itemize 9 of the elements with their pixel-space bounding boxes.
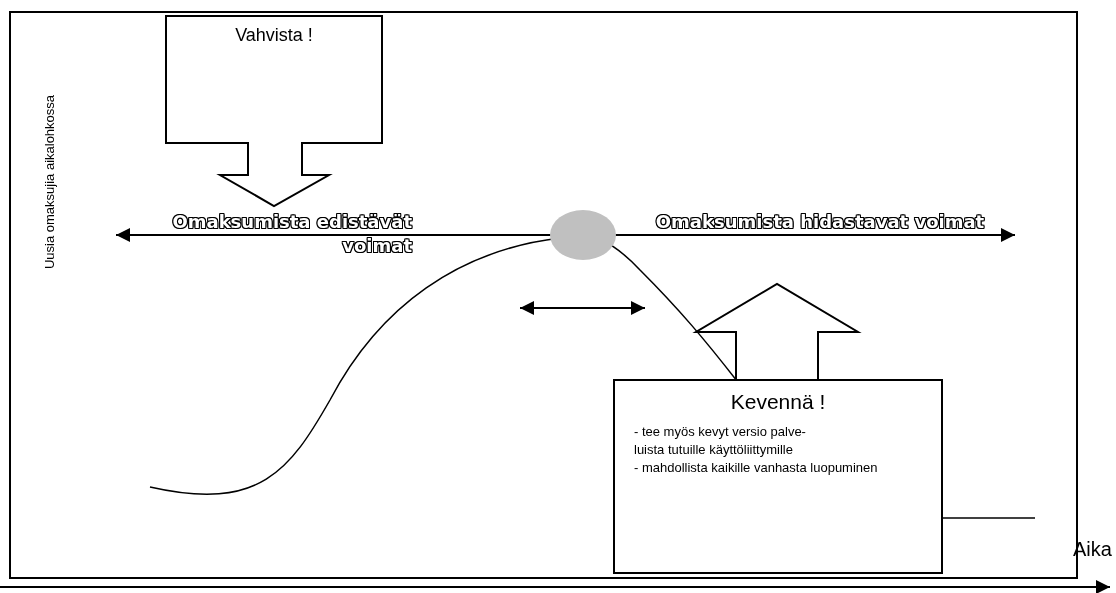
force-label: Omaksumista hidastavat voimat (655, 211, 985, 232)
block-arrow-callout (613, 283, 943, 574)
callout-text: - tee myös kevyt versio palve-luista tutuille käyttöliittymille (634, 423, 807, 459)
callout-title: Vahvista ! (234, 24, 314, 47)
block-arrow-callout (165, 15, 383, 207)
force-label: Omaksumista edistävät voimat (172, 211, 412, 256)
callout-text: - mahdollista kaikille vanhasta luopuminen (634, 459, 879, 477)
axis-label: Uusia omaksujia aikalohkossa (41, 93, 58, 272)
callout-title: Kevennä ! (729, 389, 827, 415)
